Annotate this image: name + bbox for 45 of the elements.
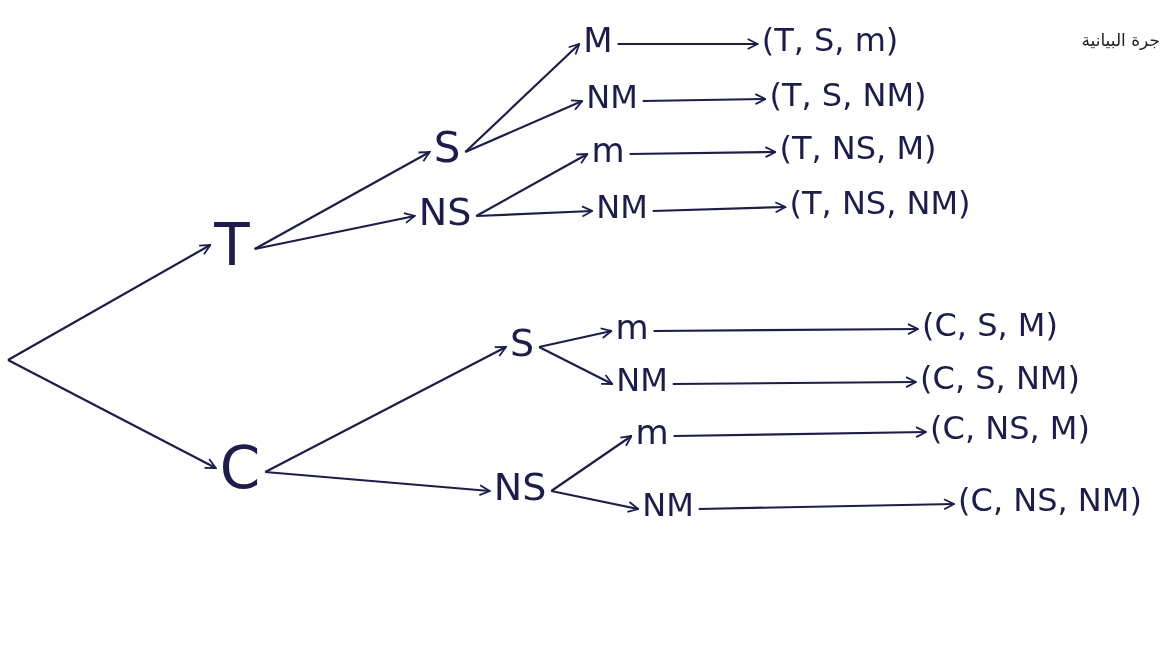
arrow: [673, 426, 927, 439]
heading-text: جرة البيانية: [1081, 30, 1160, 50]
outcome-letter: M: [580, 21, 616, 59]
arrow: [672, 376, 917, 388]
arrow: [7, 244, 212, 361]
outcome-letter: m: [632, 413, 672, 451]
outcome-tuple: (C, S, NM): [917, 360, 1083, 396]
outcome-tuple: (T, NS, M): [776, 130, 940, 166]
outcome-letter: m: [612, 308, 652, 346]
arrow: [617, 38, 759, 50]
arrow: [698, 498, 955, 511]
outcome-letter: NM: [583, 79, 641, 115]
arrow: [464, 99, 584, 153]
outcome-tuple: (C, NS, NM): [955, 482, 1145, 518]
outcome-tuple: (C, NS, M): [927, 410, 1093, 446]
branch-letter: T: [211, 214, 253, 276]
outcome-letter: NM: [613, 362, 671, 398]
arrow: [7, 359, 217, 469]
branch-letter: S: [430, 125, 464, 171]
arrow: [264, 346, 507, 473]
branch-letter: S: [506, 322, 538, 364]
arrow: [642, 93, 767, 106]
outcome-letter: m: [588, 131, 628, 169]
arrow: [538, 327, 613, 349]
arrow: [254, 212, 416, 251]
arrow: [538, 346, 614, 385]
arrow: [464, 43, 581, 153]
arrow: [653, 323, 919, 335]
outcome-tuple: (T, S, m): [758, 22, 902, 58]
branch-letter: C: [216, 437, 264, 499]
branch-letter: NS: [415, 191, 475, 233]
outcome-tuple: (T, S, NM): [766, 77, 930, 113]
branch-letter: NS: [490, 466, 550, 508]
arrow: [652, 201, 787, 214]
arrow: [254, 151, 431, 250]
outcome-letter: NM: [639, 487, 697, 523]
outcome-letter: NM: [593, 189, 651, 225]
arrow: [265, 470, 491, 497]
arrow: [476, 205, 594, 218]
arrow: [629, 146, 777, 159]
arrow: [475, 153, 589, 217]
outcome-tuple: (C, S, M): [919, 307, 1061, 343]
arrow: [551, 489, 640, 513]
arrow: [550, 435, 633, 492]
outcome-tuple: (T, NS, NM): [786, 185, 974, 221]
